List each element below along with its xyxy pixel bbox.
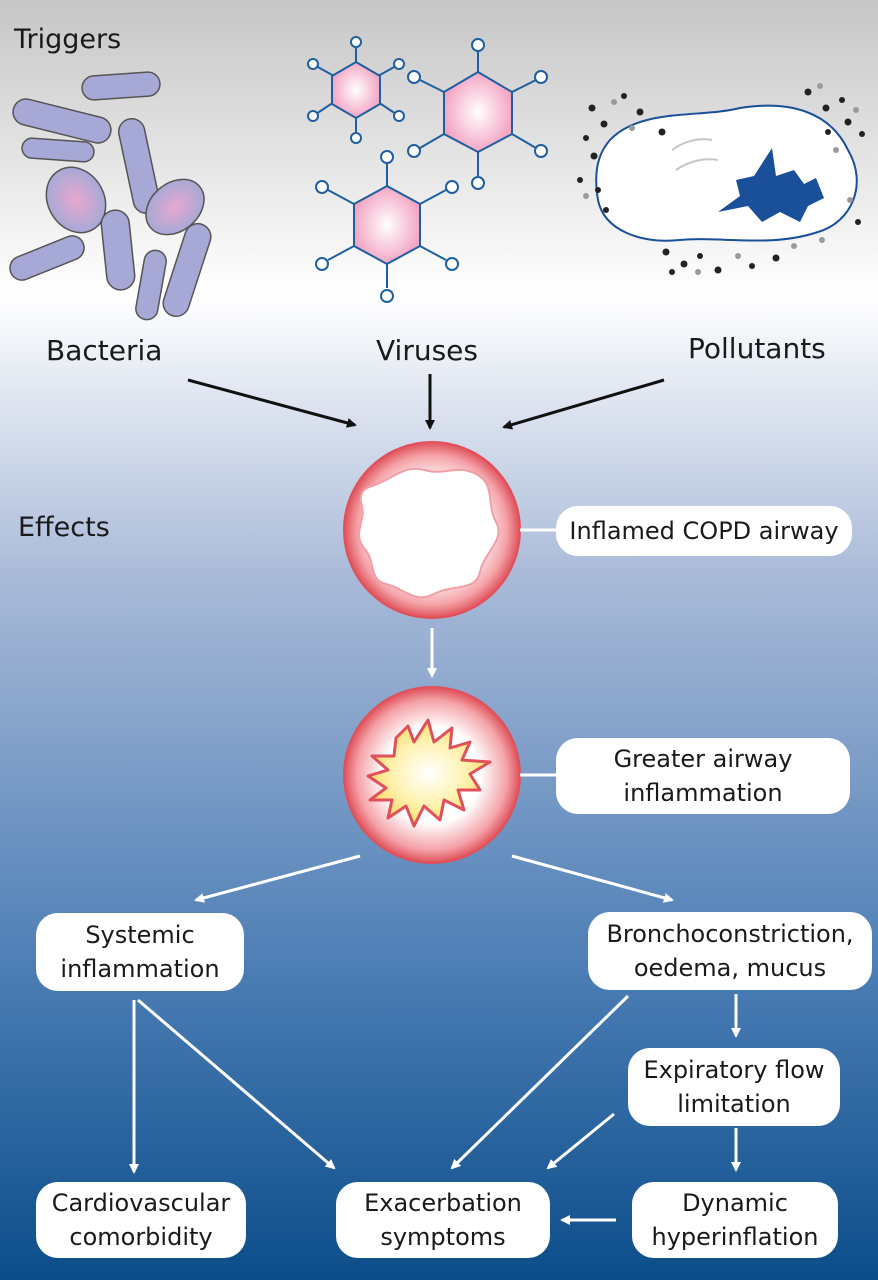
bacteria-illustration xyxy=(9,71,212,321)
arrow-to-broncho xyxy=(511,854,674,903)
arrow-pollutants xyxy=(502,378,665,430)
arrow-systemic-to-exacerbation xyxy=(137,998,336,1170)
bronchoconstriction-box: Bronchoconstriction, oedema, mucus xyxy=(588,912,872,990)
inflamed-copd-airway-box: Inflamed COPD airway xyxy=(556,506,852,556)
pollutants-label: Pollutants xyxy=(688,332,826,365)
effects-heading: Effects xyxy=(18,512,110,543)
exacerbation-line-2: symptoms xyxy=(380,1223,506,1251)
expiratory-line-2: limitation xyxy=(677,1090,791,1118)
pollutant-illustration xyxy=(577,83,865,275)
trigger-arrows xyxy=(187,374,665,430)
arrow-to-systemic xyxy=(194,854,361,903)
systemic-inflammation-box: Systemic inflammation xyxy=(36,913,244,991)
greater-inflammation-illustration xyxy=(343,686,521,864)
inflamed-copd-airway-label: Inflamed COPD airway xyxy=(569,517,839,545)
greater-inflammation-line-2: inflammation xyxy=(623,779,783,807)
viruses-label: Viruses xyxy=(376,334,478,367)
systemic-line-1: Systemic xyxy=(85,921,195,949)
broncho-line-2: oedema, mucus xyxy=(633,954,827,982)
expiratory-line-1: Expiratory flow xyxy=(643,1056,825,1084)
virus-illustration xyxy=(307,36,548,303)
greater-inflammation-line-1: Greater airway xyxy=(613,745,793,773)
dynamic-hyperinflation-box: Dynamic hyperinflation xyxy=(632,1182,838,1258)
bacteria-label: Bacteria xyxy=(46,334,163,367)
systemic-line-2: inflammation xyxy=(60,955,220,983)
exacerbation-line-1: Exacerbation xyxy=(364,1189,522,1217)
broncho-line-1: Bronchoconstriction, xyxy=(606,920,854,948)
exacerbation-symptoms-box: Exacerbation symptoms xyxy=(336,1182,550,1258)
greater-airway-inflammation-box: Greater airway inflammation xyxy=(556,738,850,814)
inflamed-airway-illustration xyxy=(343,441,521,619)
arrow-broncho-to-exacerbation xyxy=(450,994,630,1170)
effect-arrows xyxy=(129,528,741,1225)
cardiovascular-comorbidity-box: Cardiovascular comorbidity xyxy=(36,1182,246,1258)
arrow-expiratory-to-exacerbation xyxy=(546,1112,615,1170)
arrow-bacteria xyxy=(187,378,357,428)
expiratory-flow-box: Expiratory flow limitation xyxy=(628,1048,840,1126)
hyperinflation-line-2: hyperinflation xyxy=(651,1223,819,1251)
hyperinflation-line-1: Dynamic xyxy=(682,1189,788,1217)
cardio-line-1: Cardiovascular xyxy=(51,1189,231,1217)
triggers-heading: Triggers xyxy=(14,24,122,55)
cardio-line-2: comorbidity xyxy=(69,1223,213,1251)
